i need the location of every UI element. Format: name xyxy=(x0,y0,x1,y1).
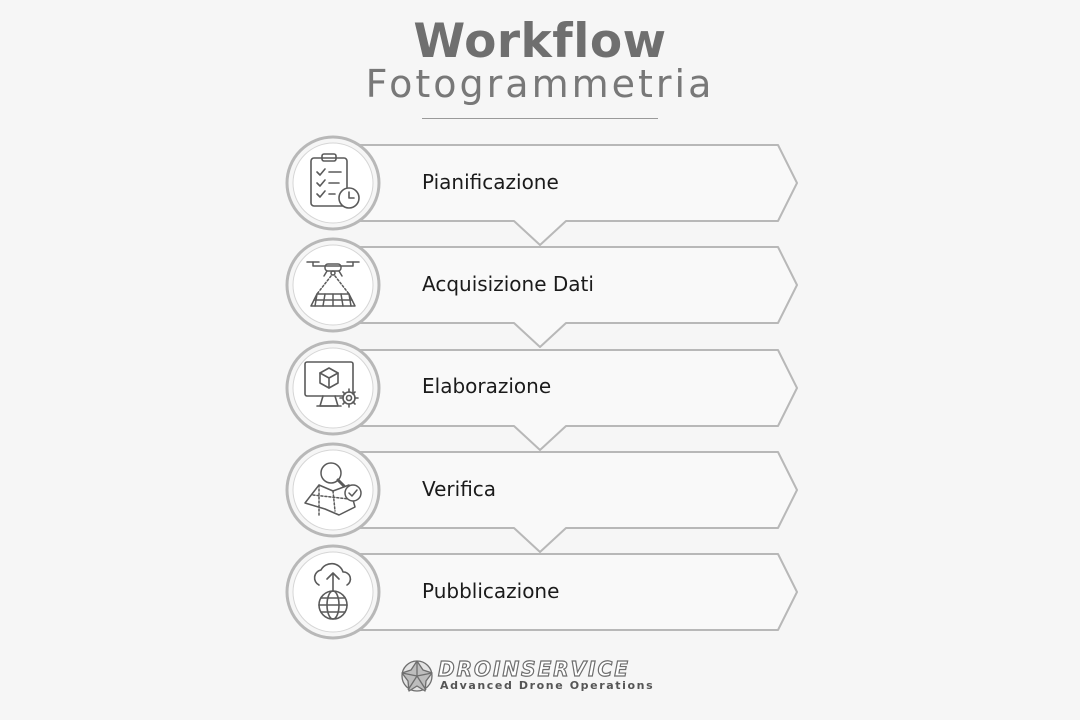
brand-tagline: Advanced Drone Operations xyxy=(440,679,655,692)
step-banner-3 xyxy=(359,349,798,451)
map-magnifier-check-icon xyxy=(304,462,362,516)
brand-name: DROINSERVICE xyxy=(437,656,630,681)
step-label-1: Pianificazione xyxy=(422,170,559,194)
step-banner-1 xyxy=(359,144,798,246)
step-banner-4 xyxy=(359,451,798,553)
cloud-upload-globe-icon xyxy=(313,562,352,620)
monitor-3d-gear-icon xyxy=(304,361,359,408)
step-label-2: Acquisizione Dati xyxy=(422,272,594,296)
brand-logo: DROINSERVICE Advanced Drone Operations xyxy=(400,656,670,697)
step-label-5: Pubblicazione xyxy=(422,579,560,603)
step-badge-inner-5 xyxy=(292,551,374,633)
title-divider xyxy=(422,118,658,119)
clipboard-checklist-clock-icon xyxy=(310,153,360,209)
drone-grid-scan-icon xyxy=(306,261,360,307)
faceted-sphere-logo-icon xyxy=(401,660,433,692)
step-label-3: Elaborazione xyxy=(422,374,552,398)
step-label-4: Verifica xyxy=(422,477,497,501)
step-badge-inner-4 xyxy=(292,449,374,531)
diagram-title: Workflow xyxy=(413,14,667,69)
step-banner-2 xyxy=(359,246,798,348)
diagram-subtitle: Fotogrammetria xyxy=(365,62,715,106)
